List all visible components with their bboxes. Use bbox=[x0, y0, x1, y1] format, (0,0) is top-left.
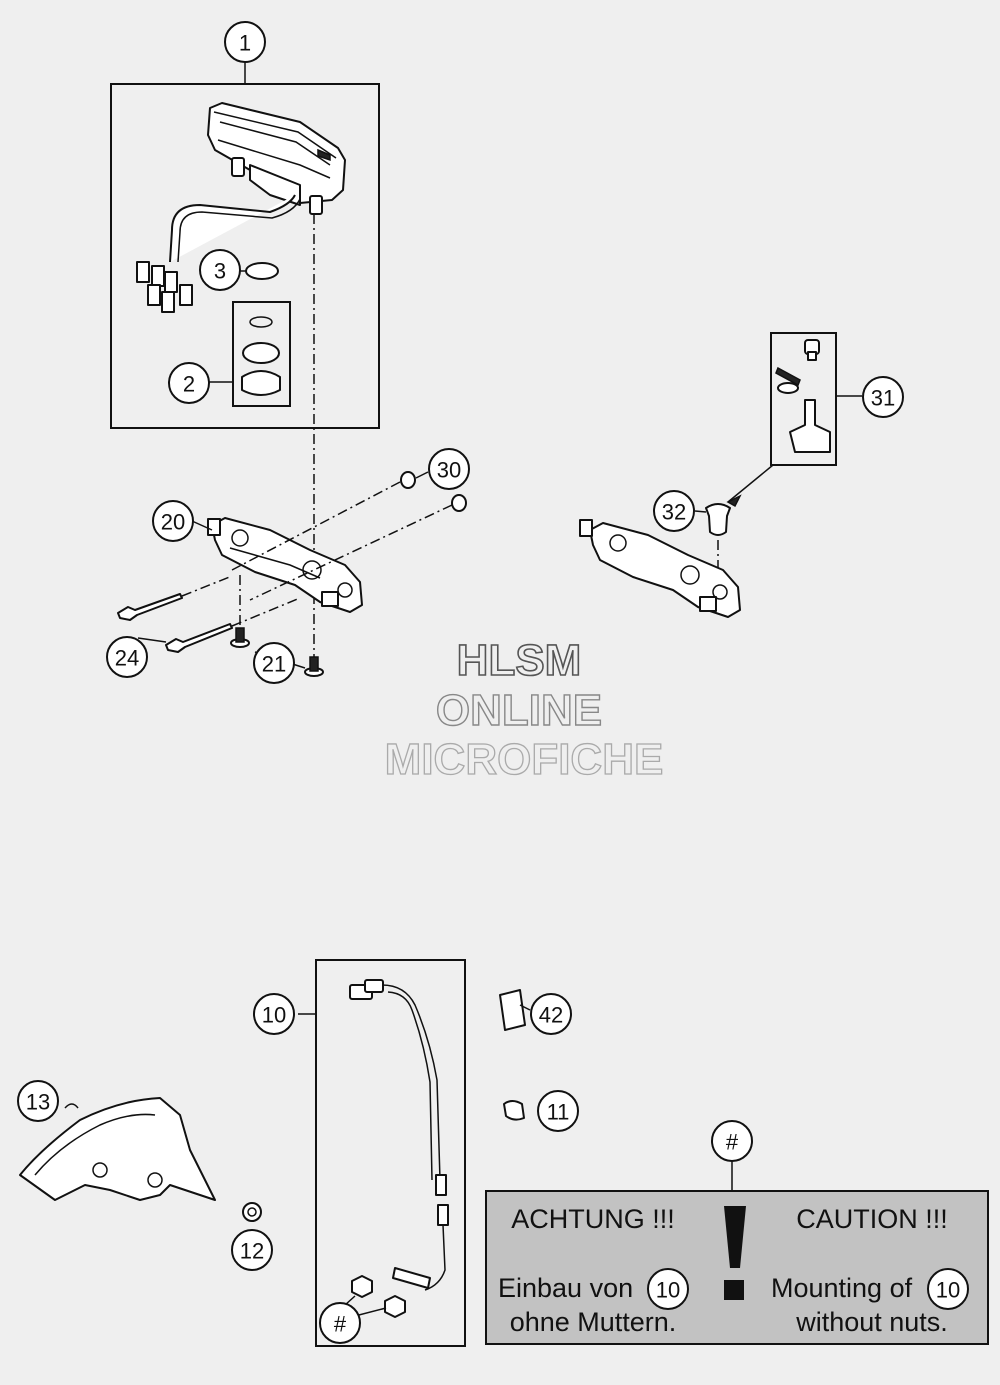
watermark-line1: HLSM bbox=[457, 636, 582, 685]
group-box-sensor bbox=[315, 959, 466, 1347]
note-english-heading: CAUTION !!! bbox=[796, 1204, 948, 1234]
part-32-bushing bbox=[705, 503, 731, 536]
callout-hash-sensor: # bbox=[319, 1302, 361, 1344]
bushing-lower bbox=[451, 494, 467, 512]
callout-11: 11 bbox=[537, 1090, 579, 1132]
callout-10: 10 bbox=[253, 993, 295, 1035]
note-german-heading: ACHTUNG !!! bbox=[511, 1204, 675, 1234]
svg-text:42: 42 bbox=[539, 1003, 563, 1028]
callout-30: 30 bbox=[428, 448, 470, 490]
part-3-cover bbox=[245, 262, 279, 280]
note-english-line2: without nuts. bbox=[795, 1307, 948, 1337]
callout-13: 13 bbox=[17, 1080, 59, 1122]
callout-3: 3 bbox=[199, 249, 241, 291]
svg-text:2: 2 bbox=[183, 372, 195, 397]
watermark-line2: ONLINE bbox=[436, 686, 602, 735]
svg-text:3: 3 bbox=[214, 259, 226, 284]
note-english-ref: 10 bbox=[936, 1278, 960, 1303]
mounting-bracket-right bbox=[579, 519, 741, 618]
nut-upper bbox=[351, 1275, 373, 1298]
svg-text:20: 20 bbox=[161, 510, 185, 535]
mounting-bracket-left bbox=[207, 517, 363, 613]
note-german-ref: 10 bbox=[656, 1278, 680, 1303]
svg-text:21: 21 bbox=[262, 652, 286, 677]
callout-32: 32 bbox=[653, 490, 695, 532]
callout-12: 12 bbox=[231, 1229, 273, 1271]
part-2-cap bbox=[241, 370, 281, 396]
exclamation-icon bbox=[724, 1206, 746, 1268]
svg-text:30: 30 bbox=[437, 458, 461, 483]
svg-text:32: 32 bbox=[662, 500, 686, 525]
callout-1: 1 bbox=[224, 21, 266, 63]
part-42-clip bbox=[499, 989, 526, 1031]
svg-text:24: 24 bbox=[115, 646, 139, 671]
nut-lower bbox=[384, 1295, 406, 1318]
watermark-line3: MICROFICHE bbox=[385, 735, 664, 784]
speed-sensor-cable bbox=[349, 979, 449, 1291]
svg-text:1: 1 bbox=[239, 31, 251, 56]
svg-text:#: # bbox=[726, 1130, 739, 1155]
callout-31: 31 bbox=[862, 376, 904, 418]
svg-text:#: # bbox=[334, 1312, 347, 1337]
callout-hash-note: # bbox=[711, 1120, 753, 1162]
callout-2: 2 bbox=[168, 362, 210, 404]
dashboard-connectors bbox=[136, 261, 193, 313]
callout-42: 42 bbox=[530, 993, 572, 1035]
svg-text:13: 13 bbox=[26, 1090, 50, 1115]
callout-24: 24 bbox=[106, 636, 148, 678]
part-12-bushing bbox=[242, 1202, 262, 1222]
svg-text:11: 11 bbox=[547, 1100, 570, 1125]
group-box-part-2 bbox=[232, 301, 291, 407]
bolt-upper bbox=[117, 593, 183, 621]
callout-21: 21 bbox=[253, 642, 295, 684]
part-11-clip bbox=[503, 1100, 525, 1121]
note-german-line2: ohne Muttern. bbox=[510, 1307, 677, 1337]
note-german-line1: Einbau von bbox=[498, 1273, 633, 1303]
bolt-lower bbox=[165, 623, 233, 653]
bushing-upper bbox=[400, 471, 416, 489]
svg-text:12: 12 bbox=[240, 1239, 264, 1264]
callout-20: 20 bbox=[152, 500, 194, 542]
svg-text:10: 10 bbox=[262, 1003, 286, 1028]
svg-text:31: 31 bbox=[871, 386, 895, 411]
part-13-guard bbox=[19, 1097, 216, 1201]
group-box-part-31 bbox=[770, 332, 837, 466]
dashboard-unit bbox=[169, 102, 346, 263]
note-english-line1: Mounting of bbox=[771, 1273, 913, 1303]
